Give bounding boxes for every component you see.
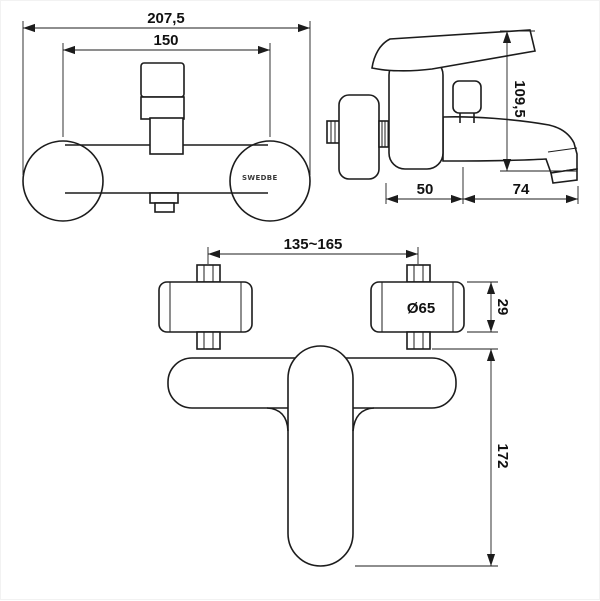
spout-capsule-top-view [287, 345, 354, 567]
left-top-bolt [196, 264, 221, 283]
aerator-seam-line [547, 147, 578, 153]
dim-side-depth-outer: 74 [513, 181, 530, 198]
front-view [22, 62, 311, 222]
dim-spout-length: 172 [494, 443, 511, 468]
outlet-upper-front [149, 192, 179, 204]
mixer-body-side [388, 58, 444, 170]
handle-base-front [140, 96, 185, 120]
side-view [326, 29, 578, 184]
left-wall-flange [22, 140, 104, 222]
bottom-view [158, 264, 465, 567]
dim-side-depth-inner: 50 [417, 181, 434, 198]
bottom-dimensions: 135~165 Ø65 29 172 [207, 236, 511, 567]
spout-side [442, 116, 578, 174]
handle-lever-side [371, 29, 536, 72]
fillet-curve [266, 407, 289, 432]
wall-flange-side [338, 94, 380, 180]
aerator-outlet [550, 168, 578, 184]
right-bottom-bolt [406, 331, 431, 350]
side-dimensions: 109,5 50 74 [385, 30, 579, 204]
dim-flange-diameter: Ø65 [407, 300, 435, 317]
dim-flange-depth: 29 [494, 299, 511, 316]
brand-label: SWEDBE [242, 174, 278, 182]
fillet-curve [352, 407, 375, 432]
dim-front-hole-spacing: 150 [153, 32, 178, 49]
left-bottom-bolt [196, 331, 221, 350]
dim-center-distance: 135~165 [284, 236, 343, 253]
handle-lever-front [140, 62, 185, 98]
dim-front-overall-width: 207,5 [147, 10, 185, 27]
dim-side-height: 109,5 [511, 80, 528, 118]
right-wall-flange [229, 140, 311, 222]
left-mounting-flange-top [158, 281, 253, 333]
diverter-knob [452, 80, 482, 114]
outlet-lower-front [154, 202, 175, 213]
right-top-bolt [406, 264, 431, 283]
front-dimensions: 207,5 150 [22, 10, 311, 175]
wall-nipple [326, 120, 341, 144]
cartridge-housing-front [149, 117, 184, 155]
